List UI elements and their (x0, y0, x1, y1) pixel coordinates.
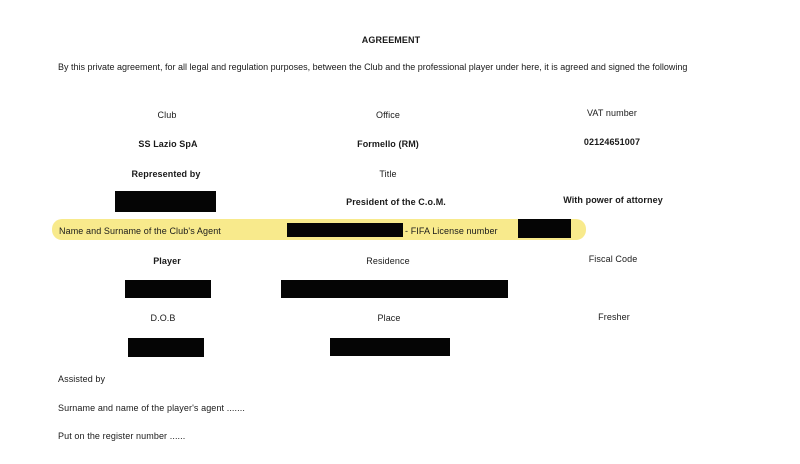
redacted-fifa-number (518, 219, 571, 238)
club-value: SS Lazio SpA (138, 139, 198, 149)
redacted-agent-name (287, 223, 403, 237)
redacted-player-name (125, 280, 211, 298)
redacted-place (330, 338, 450, 356)
player-label: Player (153, 256, 181, 266)
register-number-line: Put on the register number ...... (58, 431, 186, 441)
fifa-license-label: - FIFA License number (405, 226, 498, 236)
place-label: Place (377, 313, 401, 323)
club-label: Club (157, 110, 177, 120)
vat-value: 02124651007 (583, 137, 641, 147)
players-agent-line: Surname and name of the player's agent .… (58, 403, 245, 413)
assisted-by: Assisted by (58, 374, 106, 384)
title-value: President of the C.o.M. (346, 197, 446, 207)
residence-label: Residence (366, 256, 410, 266)
power-of-attorney: With power of attorney (563, 195, 663, 205)
club-agent-label: Name and Surname of the Club's Agent (59, 226, 221, 236)
dob-label: D.O.B (150, 313, 176, 323)
represented-by-label: Represented by (131, 169, 201, 179)
redacted-representative (115, 191, 216, 212)
title-label: Title (379, 169, 397, 179)
redacted-dob (128, 338, 204, 357)
fiscal-code-label: Fiscal Code (588, 254, 638, 264)
vat-label: VAT number (586, 108, 638, 118)
office-label: Office (376, 110, 400, 120)
fresher-label: Fresher (598, 312, 630, 322)
intro-paragraph: By this private agreement, for all legal… (58, 62, 688, 72)
redacted-residence (281, 280, 508, 298)
document-title: AGREEMENT (361, 35, 421, 45)
office-value: Formello (RM) (357, 139, 419, 149)
